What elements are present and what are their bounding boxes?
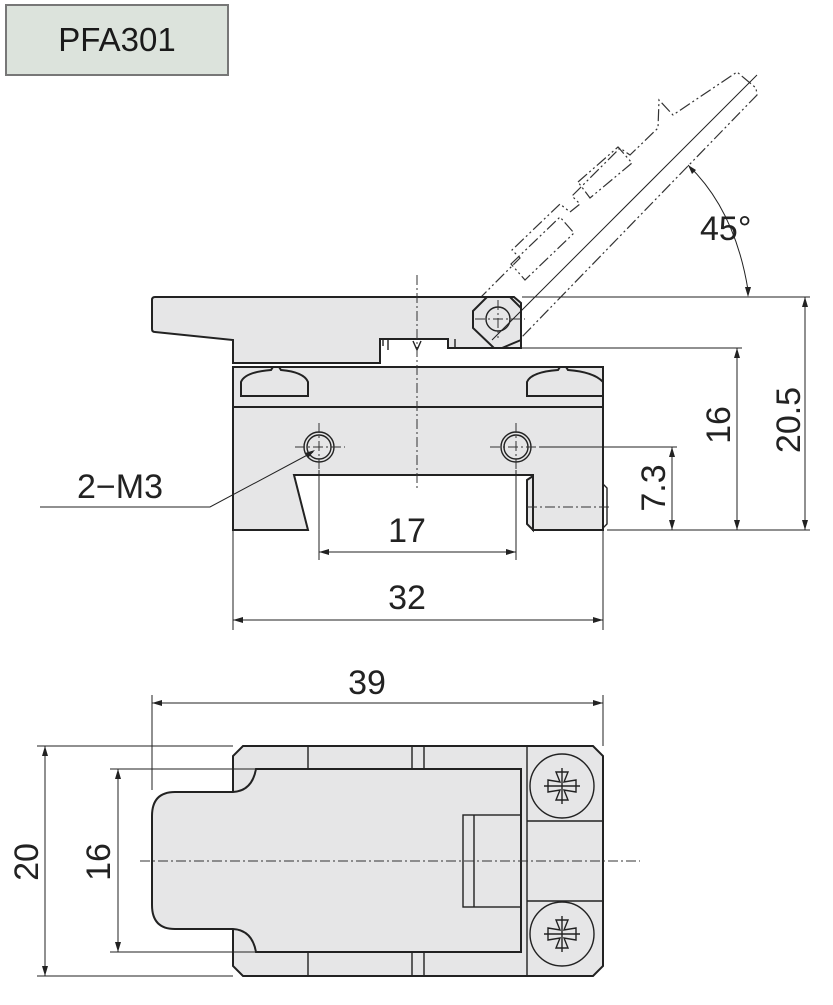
front-view bbox=[151, 71, 758, 533]
dim-20-5: 20.5 bbox=[770, 387, 808, 453]
screw-head-left bbox=[240, 366, 309, 397]
pivot-block bbox=[472, 296, 522, 349]
top-view bbox=[140, 745, 640, 977]
lever-top bbox=[151, 768, 522, 953]
dim-16-front: 16 bbox=[700, 406, 738, 444]
hole-spec-label: 2−M3 bbox=[77, 468, 163, 506]
lever bbox=[151, 296, 522, 364]
dim-32: 32 bbox=[388, 579, 426, 617]
side-pin bbox=[526, 474, 534, 533]
dim-20: 20 bbox=[8, 843, 46, 881]
dim-39: 39 bbox=[348, 664, 386, 702]
phillips-screw-top bbox=[529, 753, 595, 819]
angle-label: 45° bbox=[700, 210, 751, 248]
dim-7-3: 7.3 bbox=[635, 464, 673, 511]
dim-16-top: 16 bbox=[80, 843, 118, 881]
screw-head-right bbox=[526, 366, 604, 397]
dim-17: 17 bbox=[388, 512, 426, 550]
lever-open-position-ghost bbox=[477, 71, 758, 341]
phillips-screw-bottom bbox=[529, 901, 595, 967]
top-dimensions: 39 20 16 bbox=[8, 664, 604, 977]
model-title: PFA301 bbox=[5, 4, 229, 76]
front-dimensions: 45° 20.5 16 7.3 2−M3 17 32 bbox=[40, 74, 810, 630]
